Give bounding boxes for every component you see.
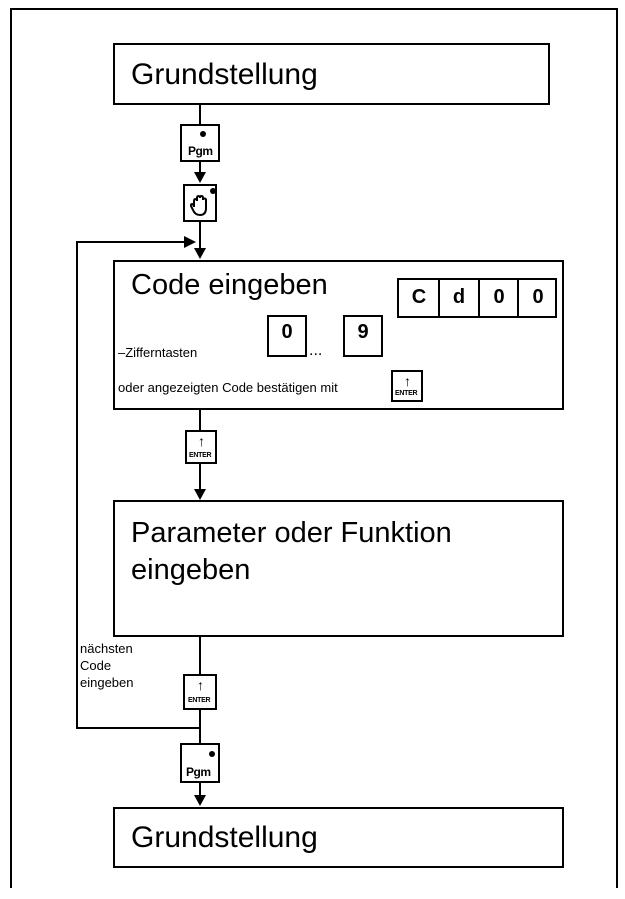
digit-key-label: 9	[357, 321, 369, 343]
connector	[199, 105, 201, 125]
digit-key-9: 9	[343, 315, 383, 357]
loop-line-bottom	[76, 727, 200, 729]
connector	[199, 783, 201, 797]
loop-label-line-2: Code	[80, 658, 112, 673]
connector	[199, 410, 201, 430]
parameter-line-1: Parameter oder Funktion	[131, 517, 452, 549]
connector	[199, 222, 201, 250]
loop-label-line-3: eingeben	[80, 675, 134, 690]
connector	[199, 464, 201, 490]
display-char: 0	[493, 286, 505, 308]
enter-key-label: ENTER	[189, 452, 212, 459]
connector	[199, 710, 201, 744]
enter-arrow-icon: ↑	[197, 677, 204, 693]
arrow-right-icon	[184, 236, 196, 248]
loop-label-line-1: nächsten	[80, 641, 133, 656]
display-divider	[478, 278, 480, 318]
parameter-box: Parameter oder Funktion eingeben	[113, 500, 564, 637]
code-entry-title: Code eingeben	[131, 269, 328, 301]
end-state-box: Grundstellung	[113, 807, 564, 868]
pgm-key: Pgm	[180, 124, 220, 162]
start-state-label: Grundstellung	[131, 58, 318, 91]
display-divider	[438, 278, 440, 318]
enter-key: ↑ ENTER	[185, 430, 217, 464]
enter-arrow-icon: ↑	[404, 373, 411, 389]
key-indicator-dot	[210, 188, 216, 194]
enter-key: ↑ ENTER	[391, 370, 423, 402]
pgm-key-label: Pgm	[186, 765, 211, 779]
display-char: 0	[532, 286, 544, 308]
digits-label: –Zifferntasten	[118, 345, 198, 360]
end-state-label: Grundstellung	[131, 821, 318, 854]
key-indicator-dot	[209, 751, 215, 757]
code-entry-box: Code eingeben C d 0 0 –Zifferntasten 0 .…	[113, 260, 564, 410]
hand-stop-icon	[190, 195, 207, 217]
arrow-down-icon	[194, 795, 206, 806]
connector	[199, 162, 201, 174]
digit-key-label: 0	[281, 321, 293, 343]
arrow-down-icon	[194, 489, 206, 500]
display-divider	[517, 278, 519, 318]
key-indicator-dot	[200, 131, 206, 137]
loop-line-left	[76, 241, 78, 729]
digit-key-0: 0	[267, 315, 307, 357]
connector	[199, 637, 201, 675]
diagram-frame	[10, 8, 618, 888]
arrow-down-icon	[194, 248, 206, 259]
loop-return-line	[76, 241, 186, 243]
confirm-text: oder angezeigten Code bestätigen mit	[118, 380, 338, 395]
pgm-key-label: Pgm	[188, 144, 213, 158]
parameter-line-2: eingeben	[131, 554, 251, 586]
loop-label: nächsten Code eingeben	[80, 640, 134, 691]
code-display	[397, 278, 557, 318]
display-char: d	[452, 286, 466, 308]
enter-key-label: ENTER	[188, 697, 211, 704]
digit-ellipsis: ...	[309, 342, 323, 359]
hand-key	[183, 184, 217, 222]
enter-arrow-icon: ↑	[198, 433, 205, 449]
pgm-key: Pgm	[180, 743, 220, 783]
arrow-down-icon	[194, 172, 206, 183]
display-char: C	[411, 286, 427, 308]
start-state-box: Grundstellung	[113, 43, 550, 105]
enter-key-label: ENTER	[395, 390, 418, 397]
enter-key: ↑ ENTER	[183, 674, 217, 710]
